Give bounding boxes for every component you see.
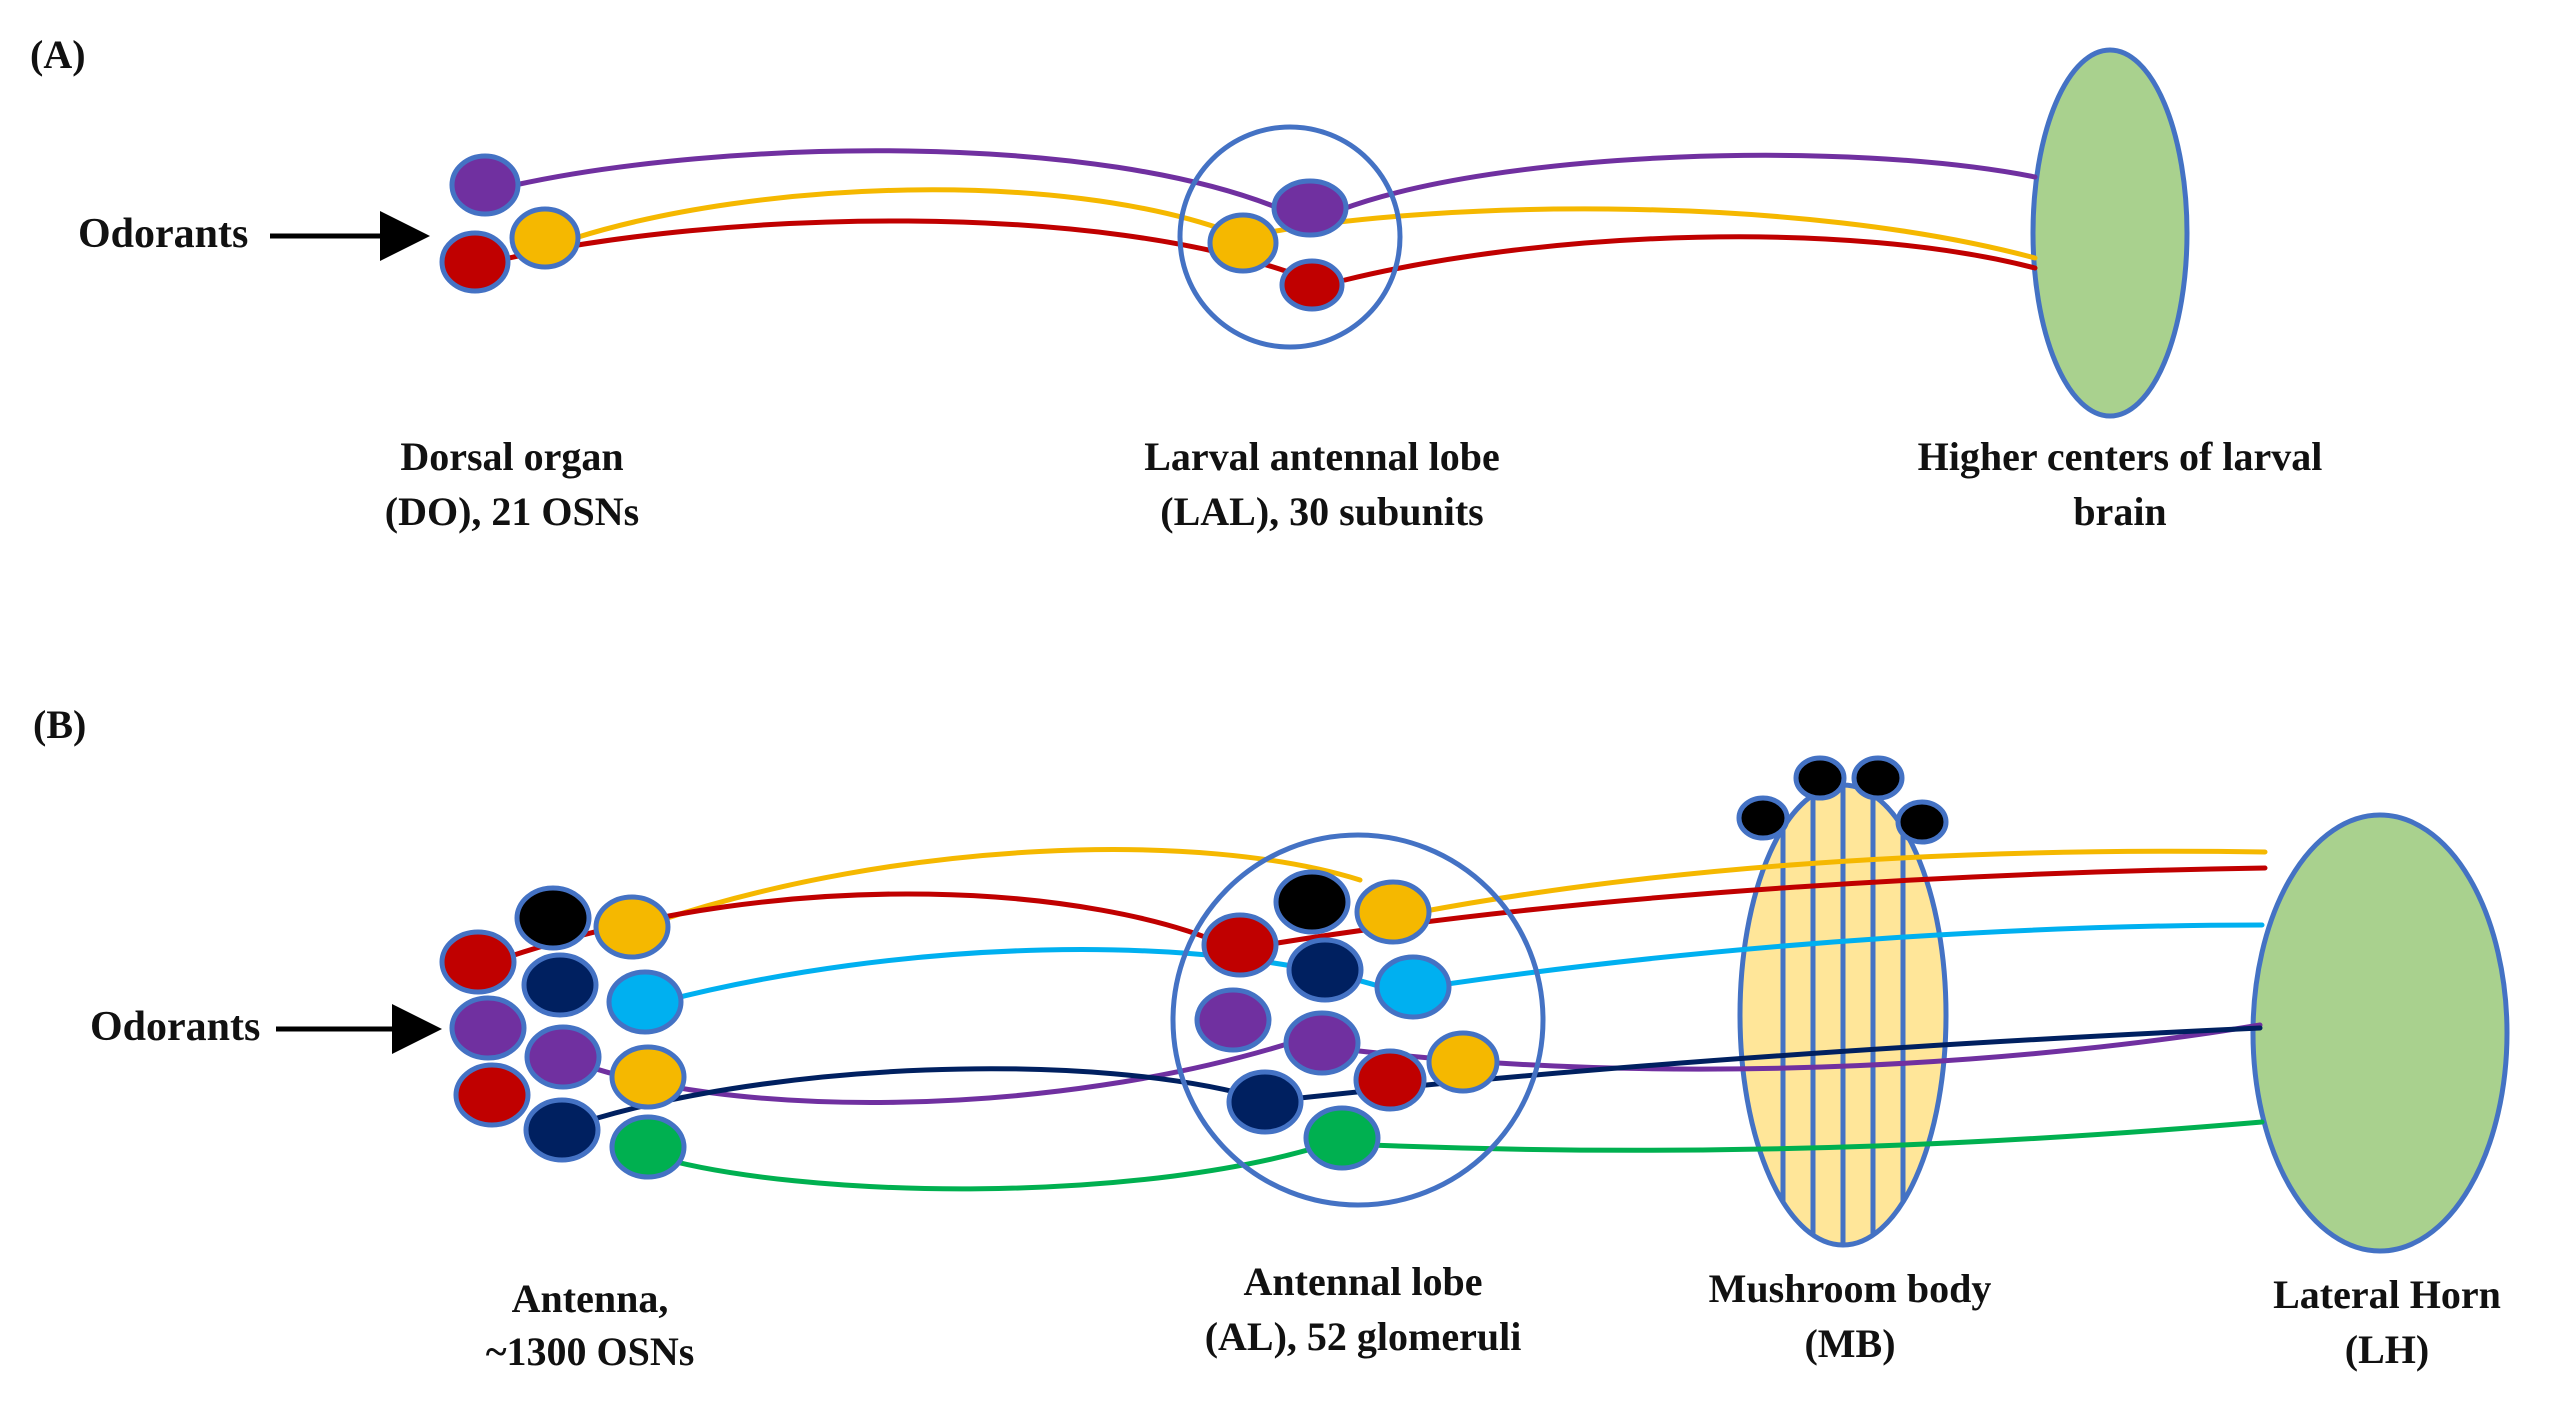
panel-b-label: (B): [33, 702, 86, 747]
panel-a-purple-axon-do-to-lal: [512, 148, 1293, 216]
panel-b-yellow-axon-al-to-lh: [1417, 848, 2268, 915]
al-glomerulus-black: [1273, 869, 1351, 935]
lh-caption-line1: Lateral Horn: [2273, 1272, 2501, 1317]
antenna-osn-yellow-1: [593, 894, 671, 960]
lal-caption-line1: Larval antennal lobe: [1144, 434, 1500, 479]
al-glomerulus-red-2: [1353, 1048, 1427, 1112]
al-glomerulus-green: [1303, 1105, 1381, 1171]
antennal-lobe-circle: [1170, 832, 1546, 1208]
antenna-osn-navy-1: [521, 952, 599, 1018]
lal-subunit-purple: [1271, 178, 1349, 238]
do-osn-red: [439, 230, 511, 294]
panel-b-purple-axon-al-to-lh: [1347, 1022, 2263, 1072]
al-glomerulus-red-1: [1201, 912, 1279, 978]
antenna-osn-yellow-2: [609, 1044, 687, 1110]
antenna-osn-purple-2: [524, 1024, 602, 1090]
mushroom-body-calyx-1: [1736, 795, 1790, 841]
higher-centers-caption-line1: Higher centers of larval: [1918, 434, 2323, 479]
do-osn-purple: [449, 153, 521, 217]
panel-a-yellow-axon-lal-to-brain: [1267, 206, 2038, 261]
antenna-caption-line1: Antenna,: [512, 1276, 669, 1321]
al-glomerulus-purple-1: [1194, 987, 1272, 1053]
do-caption-line2: (DO), 21 OSNs: [385, 489, 639, 534]
al-caption-line2: (AL), 52 glomeruli: [1205, 1314, 1522, 1359]
lal-caption-line2: (LAL), 30 subunits: [1160, 489, 1483, 534]
al-glomerulus-navy-2: [1226, 1069, 1304, 1135]
antenna-osn-black: [514, 885, 592, 951]
lh-caption-line2: (LH): [2345, 1327, 2429, 1372]
al-glomerulus-skyblue: [1374, 954, 1452, 1020]
al-glomerulus-yellow-2: [1426, 1030, 1500, 1094]
al-glomerulus-navy-1: [1286, 937, 1364, 1003]
panel-b-yellow-axon-antenna-to-al: [652, 847, 1363, 925]
panel-a-yellow-axon-do-to-lal: [572, 187, 1233, 241]
panel-b-green-axon-al-to-lh: [1367, 1119, 2265, 1153]
antenna-osn-red-2: [453, 1062, 531, 1128]
larval-antennal-lobe-circle: [1177, 124, 1403, 350]
mushroom-body-calyx-3: [1851, 755, 1905, 801]
do-caption-line1: Dorsal organ: [400, 434, 623, 479]
panel-b-green-axon-antenna-to-al: [647, 1137, 1343, 1192]
higher-centers-caption-line2: brain: [2073, 489, 2166, 534]
al-glomerulus-purple-2: [1283, 1010, 1361, 1076]
panel-a-purple-axon-lal-to-brain: [1337, 152, 2038, 213]
panel-a-red-axon-do-to-lal: [497, 218, 1308, 281]
antenna-caption-line2: ~1300 OSNs: [486, 1329, 695, 1374]
antenna-osn-red-1: [439, 929, 517, 995]
antenna-osn-navy-2: [523, 1097, 601, 1163]
mb-caption-line2: (MB): [1804, 1321, 1895, 1366]
lateral-horn-ellipse: [2250, 812, 2510, 1254]
mushroom-body-calyx-2: [1793, 755, 1847, 801]
antenna-osn-green: [609, 1114, 687, 1180]
panel-a-odorants-label: Odorants: [78, 211, 248, 257]
lal-subunit-red: [1279, 258, 1345, 312]
panel-a-label: (A): [30, 32, 86, 77]
antenna-osn-purple-1: [449, 995, 527, 1061]
do-osn-yellow: [509, 206, 581, 270]
panel-b-skyblue-axon-al-to-lh: [1437, 922, 2265, 988]
panel-b-skyblue-axon-antenna-to-al: [657, 947, 1388, 1005]
higher-centers-ellipse: [2030, 47, 2190, 419]
al-glomerulus-yellow-1: [1354, 879, 1432, 945]
antenna-osn-skyblue: [606, 969, 684, 1035]
mushroom-body-calyx-4: [1895, 799, 1949, 845]
panel-a-red-axon-lal-to-brain: [1342, 234, 2038, 283]
mb-caption-line1: Mushroom body: [1709, 1266, 1992, 1311]
panel-a: (A) Odorants Dorsal organ (DO), 21 OSNs …: [30, 32, 2322, 534]
lal-subunit-yellow: [1207, 212, 1279, 274]
al-caption-line1: Antennal lobe: [1244, 1259, 1483, 1304]
panel-b: (B) Odorants: [33, 702, 2510, 1374]
panel-b-odorants-label: Odorants: [90, 1004, 260, 1050]
